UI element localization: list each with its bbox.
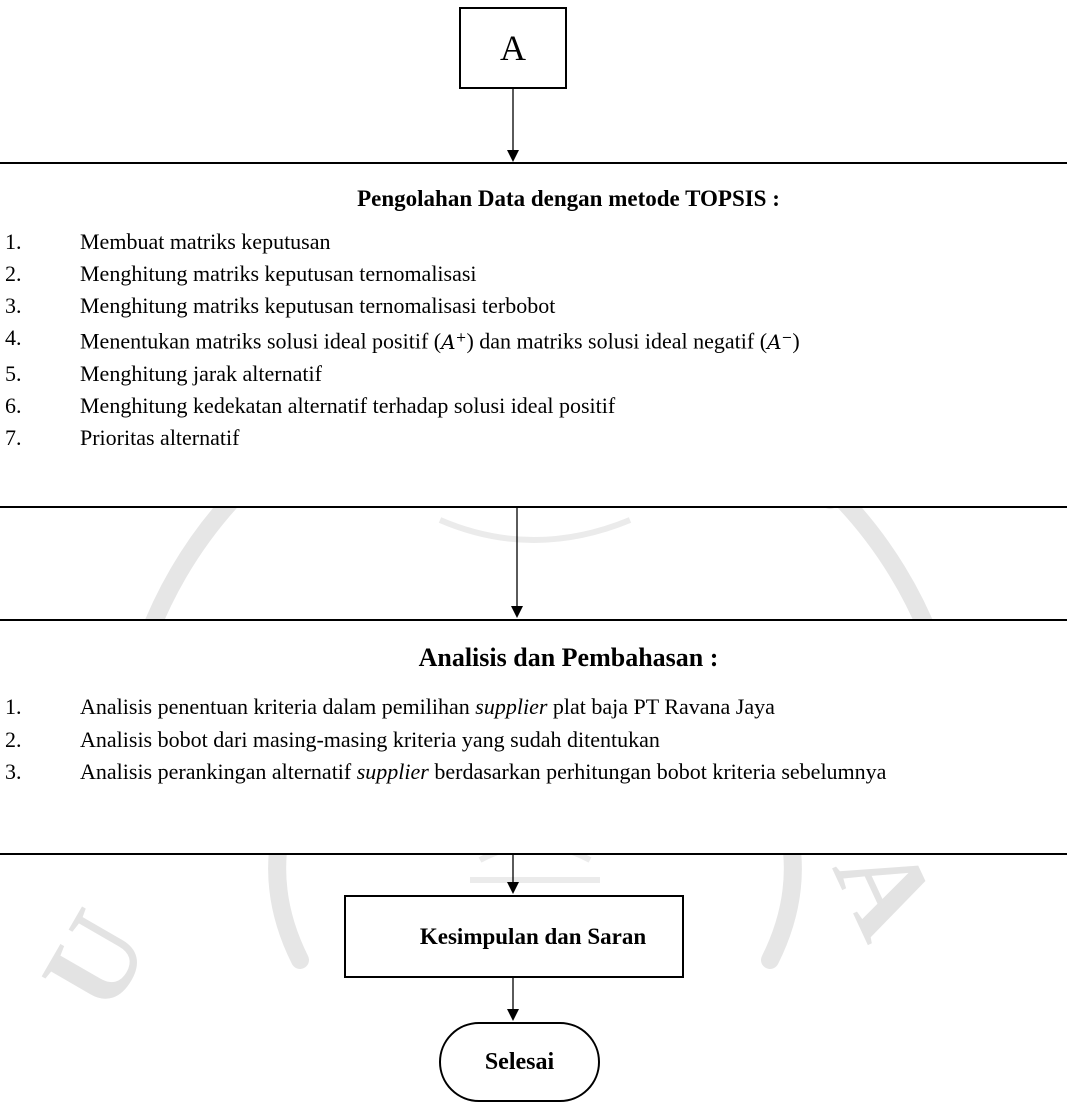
math-a-minus: A− — [767, 329, 793, 354]
topsis-step: 1.Membuat matriks keputusan — [5, 229, 331, 254]
end-label: Selesai — [484, 1048, 555, 1075]
conclusion-box: Kesimpulan dan Saran — [344, 895, 684, 978]
math-a-plus: A+ — [441, 329, 467, 354]
analisis-process-box: Analisis dan Pembahasan : 1.Analisis pen… — [0, 619, 1067, 855]
arrow-topsis-to-analisis — [511, 508, 523, 618]
analisis-title: Analisis dan Pembahasan : — [418, 643, 719, 672]
arrow-a-to-topsis — [507, 89, 519, 162]
conclusion-label: Kesimpulan dan Saran — [419, 923, 647, 949]
topsis-step: 5.Menghitung jarak alternatif — [5, 360, 322, 386]
arrow-analisis-to-kesimpulan — [507, 855, 519, 894]
topsis-title: Pengolahan Data dengan metode TOPSIS : — [357, 186, 780, 211]
topsis-step: 2.Menghitung matriks keputusan ternomali… — [5, 261, 477, 286]
svg-text:U: U — [16, 890, 175, 1032]
topsis-step: 4.Menentukan matriks solusi ideal positi… — [5, 325, 800, 354]
topsis-process-box: Pengolahan Data dengan metode TOPSIS : 1… — [0, 162, 1067, 508]
topsis-steps: 1.Membuat matriks keputusan 2.Menghitung… — [0, 226, 1067, 454]
start-connector-box: A — [459, 7, 567, 89]
analisis-step: 1.Analisis penentuan kriteria dalam pemi… — [5, 694, 775, 719]
topsis-step: 7.Prioritas alternatif — [5, 424, 240, 450]
analisis-step: 3.Analisis perankingan alternatif suppli… — [5, 759, 887, 784]
start-connector-label: A — [500, 28, 526, 68]
arrow-kesimpulan-to-selesai — [507, 978, 519, 1021]
analisis-step: 2.Analisis bobot dari masing-masing krit… — [5, 726, 660, 752]
analisis-steps: 1.Analisis penentuan kriteria dalam pemi… — [0, 691, 1067, 789]
topsis-step: 6.Menghitung kedekatan alternatif terhad… — [5, 392, 616, 418]
topsis-step: 3.Menghitung matriks keputusan ternomali… — [5, 293, 556, 318]
end-terminator: Selesai — [439, 1022, 600, 1102]
